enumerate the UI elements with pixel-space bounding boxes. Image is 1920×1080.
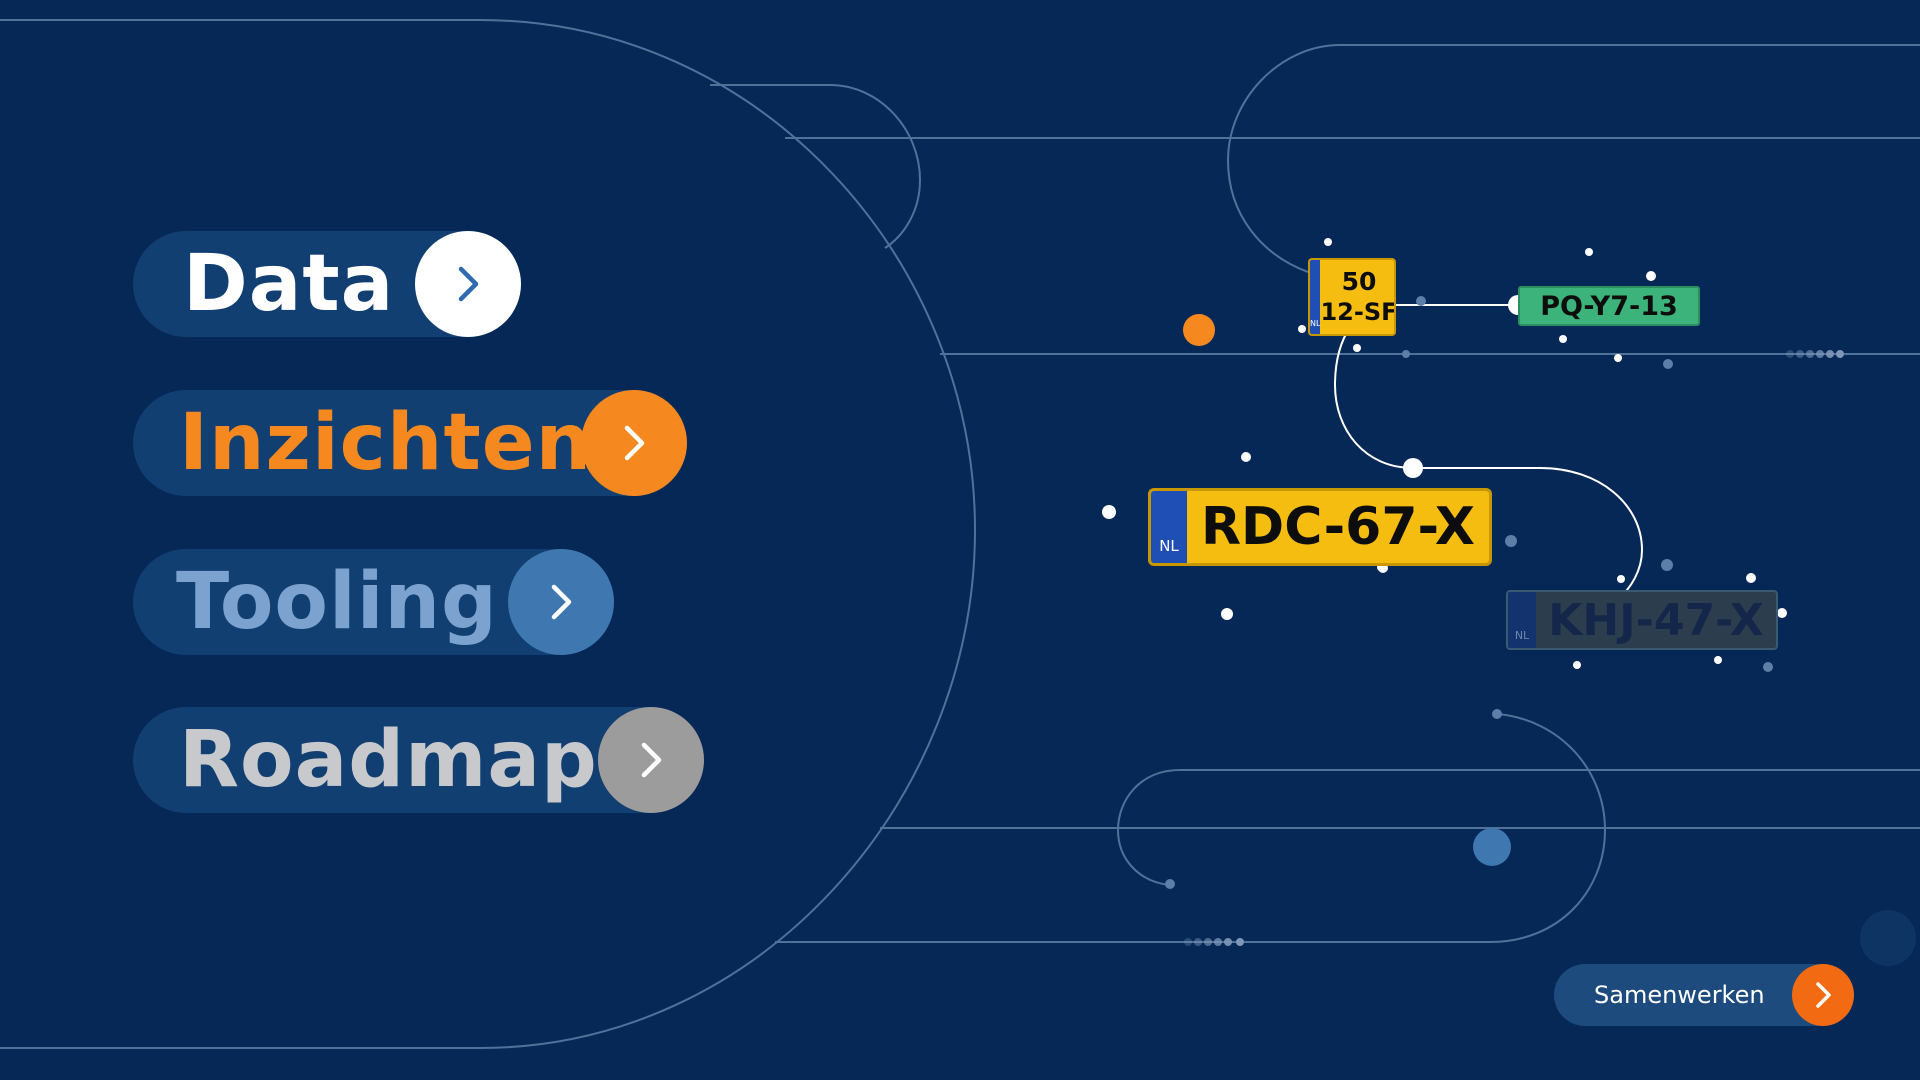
eu-flag-icon: NL <box>1508 592 1536 648</box>
plate-country-code: NL <box>1159 537 1179 555</box>
samenwerken-button[interactable]: Samenwerken <box>1554 964 1854 1026</box>
chevron-right-icon <box>458 266 479 302</box>
license-plate-green: PQ-Y7-13 <box>1518 286 1700 326</box>
chevron-right-icon <box>641 742 662 778</box>
nav-roadmap-label: Roadmap <box>179 715 598 805</box>
plate-country-code: NL <box>1310 319 1321 328</box>
chevron-right-icon <box>1816 982 1831 1008</box>
plate-green-text: PQ-Y7-13 <box>1540 290 1678 322</box>
nav-tooling-button[interactable]: Tooling <box>133 549 614 655</box>
nav-inzichten-label: Inzichten <box>179 398 593 488</box>
nav-inzichten-button[interactable]: Inzichten <box>133 390 687 496</box>
nav-roadmap-button[interactable]: Roadmap <box>133 707 704 813</box>
nav-data-label: Data <box>183 239 395 329</box>
eu-flag-icon: NL <box>1151 491 1187 563</box>
samenwerken-arrow[interactable] <box>1792 964 1854 1026</box>
eu-flag-icon: NL <box>1310 260 1321 334</box>
nav-data-arrow[interactable] <box>415 231 521 337</box>
plate-main-text: RDC-67-X <box>1201 497 1475 557</box>
nav-tooling-label: Tooling <box>176 557 498 647</box>
chevron-right-icon <box>551 584 572 620</box>
license-plate-faded: NL KHJ-47-X <box>1506 590 1778 650</box>
plate-country-code: NL <box>1514 629 1530 642</box>
nav-data-button[interactable]: Data <box>133 231 521 337</box>
nav-tooling-arrow[interactable] <box>508 549 614 655</box>
plate-small-bottom-text: 12-SF <box>1320 298 1396 326</box>
license-plate-small: NL 50 12-SF <box>1308 258 1396 336</box>
license-plate-main: NL RDC-67-X <box>1148 488 1492 566</box>
samenwerken-label: Samenwerken <box>1594 981 1765 1009</box>
nav-roadmap-arrow[interactable] <box>598 707 704 813</box>
chevron-right-icon <box>624 425 645 461</box>
plate-small-top-text: 50 <box>1341 267 1377 296</box>
plate-faded-text: KHJ-47-X <box>1548 594 1764 646</box>
nav-inzichten-arrow[interactable] <box>581 390 687 496</box>
